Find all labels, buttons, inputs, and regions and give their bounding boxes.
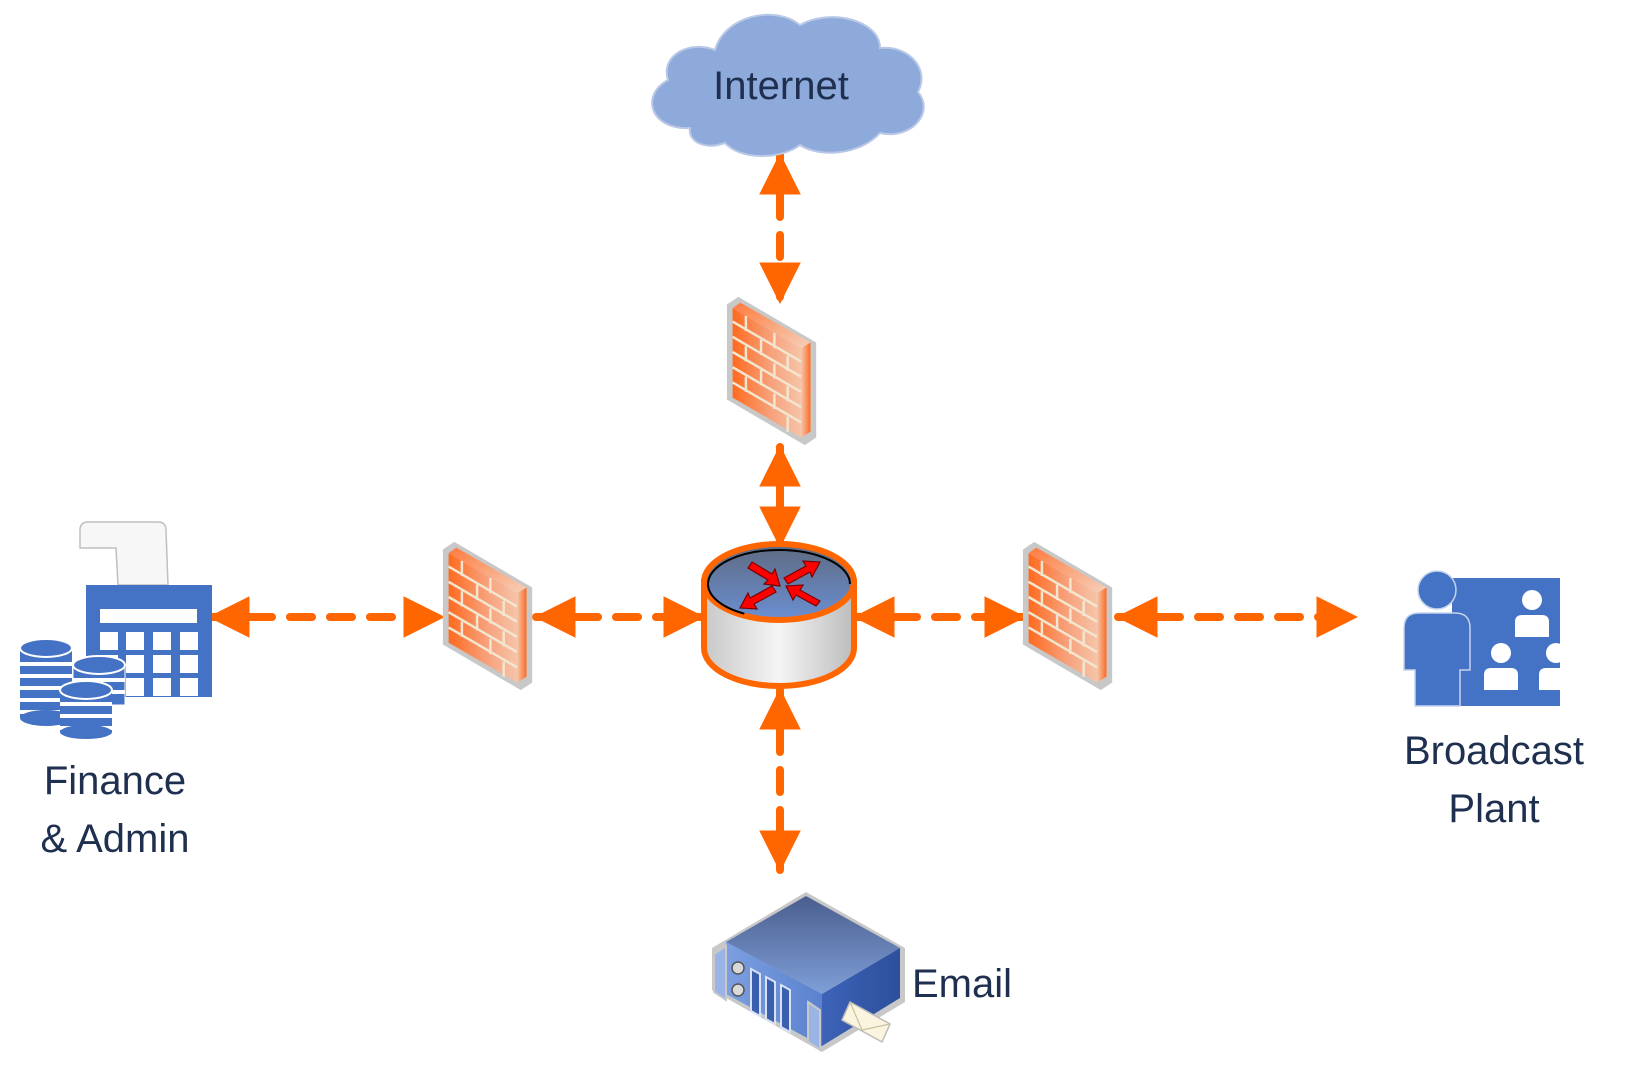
coin-stack-front <box>59 680 113 739</box>
mail-server-icon[interactable] <box>712 892 905 1052</box>
finance-label-line2: & Admin <box>40 817 190 861</box>
internet-label-text: Internet <box>713 64 849 108</box>
router-icon[interactable] <box>701 541 857 689</box>
firewall-top-icon[interactable] <box>725 295 818 447</box>
firewall-left-icon[interactable] <box>441 540 534 692</box>
presenter-audience-icon[interactable] <box>1403 570 1566 707</box>
calculator-coins-icon[interactable] <box>19 521 212 739</box>
broadcast-label-line2: Plant <box>1448 787 1540 831</box>
envelope-icon <box>841 1000 891 1044</box>
broadcast-label: Broadcast Plant <box>1394 722 1594 838</box>
email-label: Email <box>912 955 1012 1013</box>
internet-label: Internet <box>700 57 862 115</box>
connectors <box>206 151 1360 874</box>
email-label-text: Email <box>912 962 1013 1006</box>
coin-stack-left <box>19 638 73 726</box>
cloud-icon[interactable] <box>651 13 925 157</box>
finance-label: Finance & Admin <box>10 752 220 868</box>
finance-label-line1: Finance <box>43 759 187 803</box>
firewall-right-icon[interactable] <box>1021 540 1114 692</box>
broadcast-label-line1: Broadcast <box>1403 729 1585 773</box>
